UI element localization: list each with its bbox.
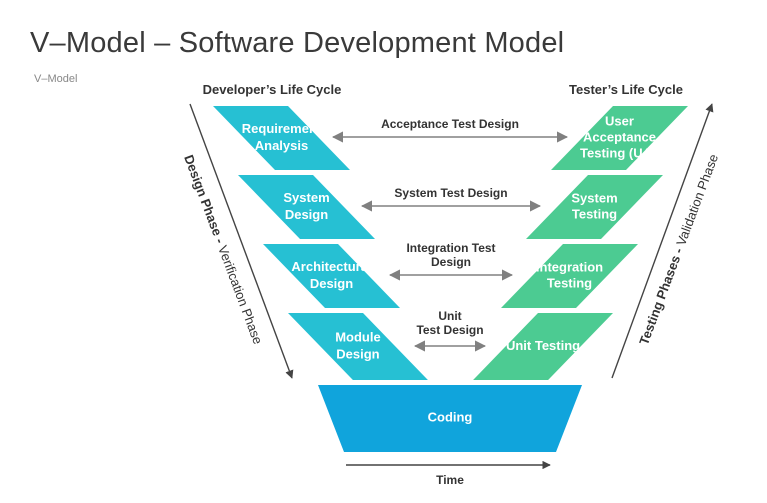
test-design-label-line: Unit (438, 309, 461, 323)
right-phase-label-line: Acceptance (583, 129, 656, 144)
right-phase-label-line: Testing (572, 206, 617, 221)
page-subtitle: V–Model (34, 73, 78, 85)
right-phase-box (551, 106, 688, 170)
left-phase-label-line: Design (336, 346, 379, 361)
left-phase-box (288, 313, 428, 380)
verification-phase-arrow (189, 103, 294, 379)
right-phase-label-line: Testing (547, 275, 592, 290)
left-phase-label-line: Architectural (291, 259, 371, 274)
validation-phase-label-secondary: Validation Phase (674, 152, 722, 248)
left-phase-box (263, 244, 400, 308)
left-phase-box (238, 175, 375, 239)
right-phase-label: Unit Testing (506, 338, 580, 353)
developer-lifecycle-heading: Developer’s Life Cycle (203, 82, 342, 97)
right-phase-label-line: User (605, 113, 634, 128)
coding-block (318, 385, 582, 452)
page-title: V–Model – Software Development Model (30, 27, 565, 59)
time-label: Time (436, 473, 464, 487)
right-phase-box (526, 175, 663, 239)
test-design-label: Acceptance Test Design (381, 117, 519, 131)
test-design-label-line: Acceptance Test Design (381, 117, 519, 131)
left-phase-label-line: Requirement (242, 121, 322, 136)
tester-lifecycle-heading: Tester’s Life Cycle (569, 82, 683, 97)
test-design-label-line: System Test Design (394, 186, 507, 200)
right-phase-label-line: Unit Testing (506, 338, 580, 353)
left-phase-label-line: Design (285, 207, 328, 222)
test-design-label-line: Test Design (416, 323, 483, 337)
right-phase-box (501, 244, 638, 308)
test-design-label: System Test Design (394, 186, 507, 200)
left-phase-label-line: Module (335, 329, 381, 344)
right-phase-box (473, 313, 613, 380)
verification-phase-label-secondary: Verification Phase (215, 244, 265, 347)
coding-label-line: Coding (428, 409, 473, 424)
validation-phase-label-primary: Testing Phases - (637, 243, 688, 348)
coding-label: Coding (428, 409, 473, 424)
right-phase-label-line: Integration (536, 259, 603, 274)
right-phase-label-line: Testing (UAT (580, 145, 659, 160)
left-phase-label-line: Design (310, 276, 353, 291)
test-design-label-line: Design (431, 255, 471, 269)
test-design-label-line: Integration Test (406, 241, 495, 255)
validation-phase-arrow (611, 103, 714, 379)
left-phase-label-line: Analysis (255, 138, 308, 153)
left-phase-box (213, 106, 350, 170)
right-phase-label-line: System (571, 190, 617, 205)
verification-phase-label-primary: Design Phase - (181, 153, 229, 249)
left-phase-label-line: System (283, 190, 329, 205)
